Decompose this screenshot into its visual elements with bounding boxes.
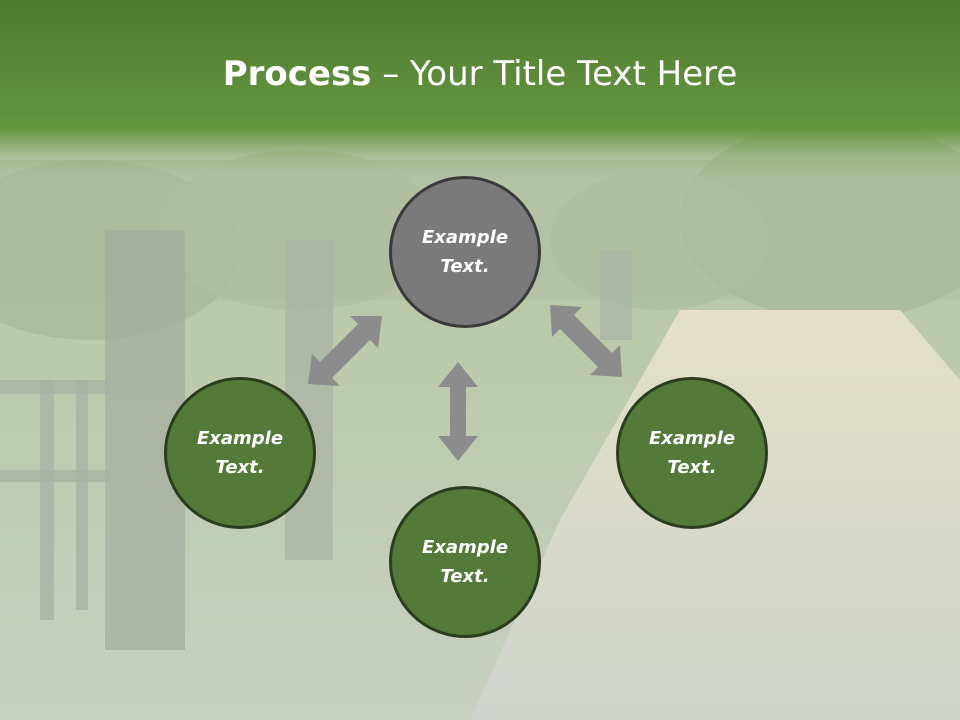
arrow-right-diagonal [550,305,622,377]
node-left: Example Text. [164,377,316,529]
node-bottom: Example Text. [389,486,541,638]
slide-title: Process – Your Title Text Here [0,52,960,96]
arrow-left-diagonal [308,316,382,386]
node-left-text: Example Text. [196,428,284,478]
node-top: Example Text. [389,176,541,328]
title-rest: – Your Title Text Here [371,54,738,94]
arrow-vertical [438,362,478,461]
node-bottom-text: Example Text. [421,537,509,587]
title-bold: Process [222,54,372,94]
node-right: Example Text. [616,377,768,529]
node-top-text: Example Text. [421,227,509,277]
node-right-text: Example Text. [648,428,736,478]
